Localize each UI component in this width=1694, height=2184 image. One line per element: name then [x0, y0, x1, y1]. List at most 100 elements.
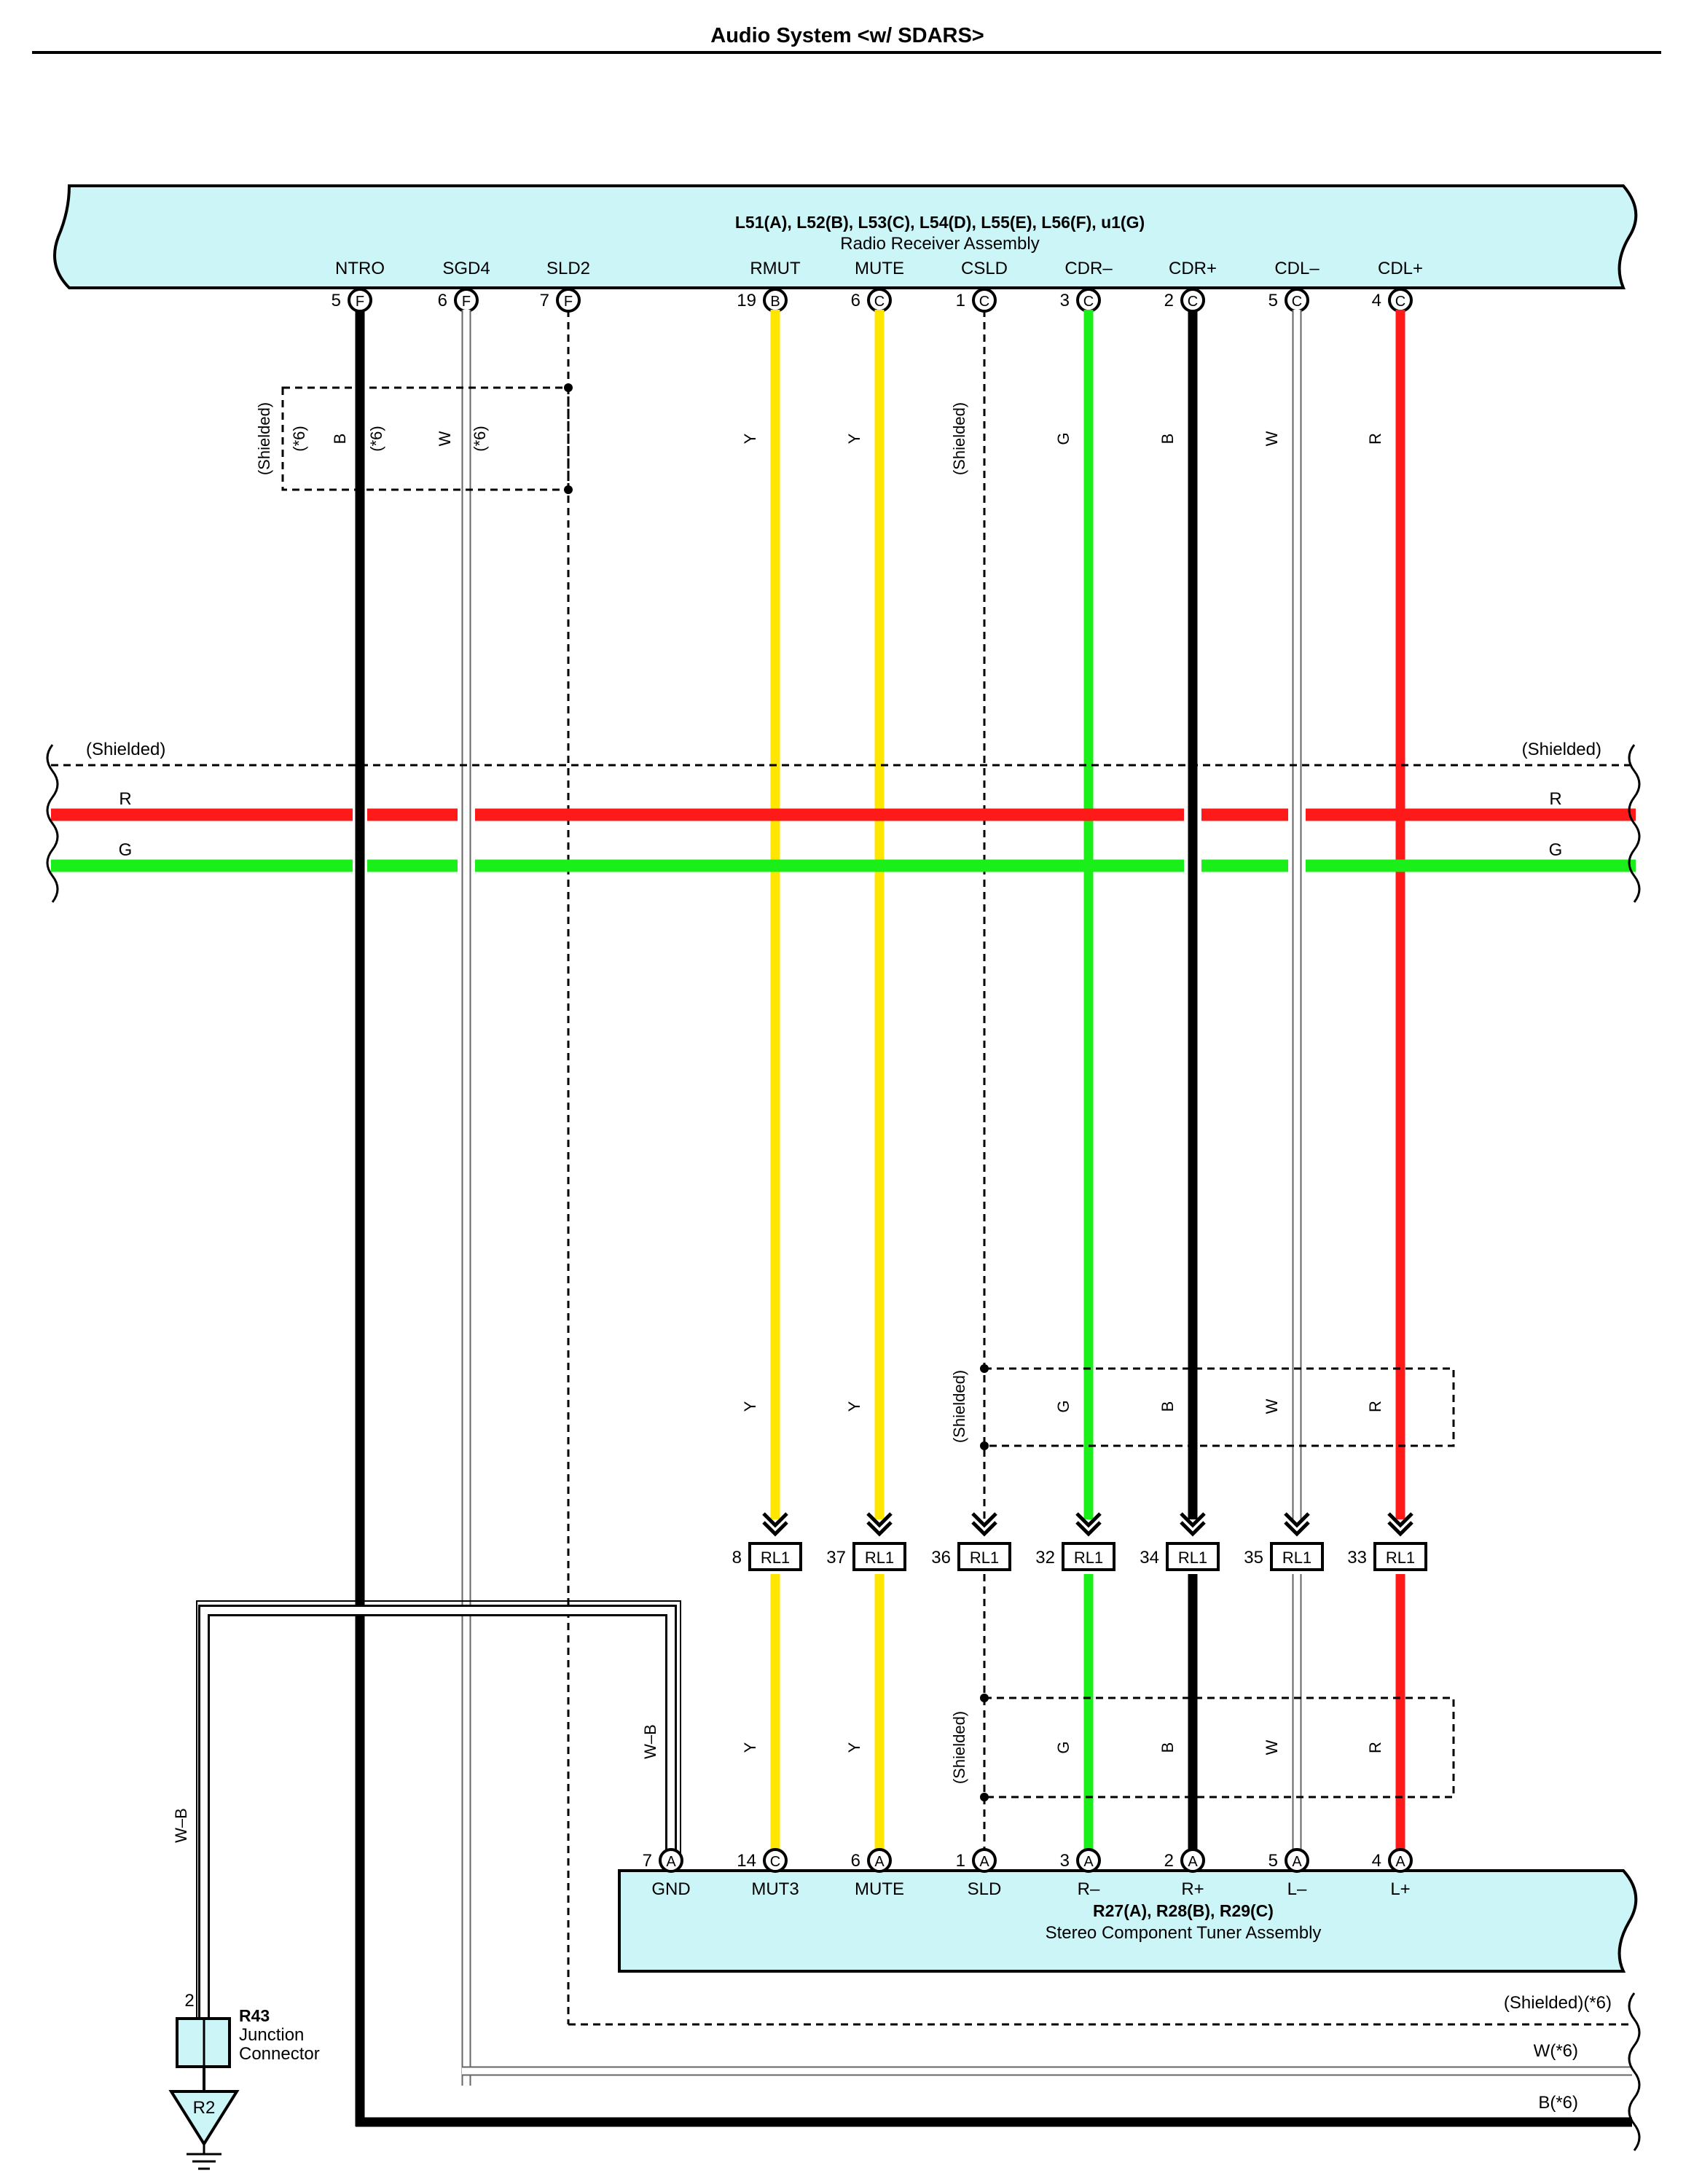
- radio-pin-name: CDR–: [1064, 259, 1113, 278]
- bottom-black-label: B(*6): [1538, 2093, 1578, 2113]
- tuner-pin-name: R+: [1181, 1879, 1204, 1899]
- svg-text:A: A: [1083, 1854, 1094, 1870]
- page-title: Audio System <w/ SDARS>: [710, 24, 984, 47]
- upper-wire-color: Y: [845, 433, 863, 444]
- lower-wire-color: W: [1263, 1739, 1281, 1755]
- tuner-pin-connector[interactable]: C: [763, 1848, 788, 1873]
- rl1-pin-number: 32: [1035, 1548, 1055, 1567]
- lower-wire-color: Y: [845, 1742, 863, 1753]
- radio-pin-number: 5: [332, 291, 341, 310]
- radio-pin-name: CDR+: [1169, 259, 1217, 278]
- tuner-pin-connector[interactable]: A: [972, 1848, 997, 1873]
- tuner-pin-connector[interactable]: A: [1076, 1848, 1101, 1873]
- rl1-label: RL1: [1178, 1549, 1207, 1567]
- rl1-connector[interactable]: RL1 33: [1347, 1512, 1427, 1571]
- tuner-box[interactable]: [618, 1869, 1638, 1973]
- radio-pin-number: 6: [851, 291, 860, 310]
- tuner-pin-name: L–: [1287, 1879, 1307, 1899]
- radio-pin-connector[interactable]: C: [1180, 288, 1205, 313]
- rl1-connector[interactable]: RL1 36: [931, 1512, 1011, 1571]
- mid-wire-color: W: [1263, 1398, 1281, 1414]
- mid-wire-color: Y: [845, 1401, 863, 1412]
- svg-text:C: C: [874, 294, 885, 310]
- tuner-pin-connector[interactable]: A: [1388, 1848, 1413, 1873]
- radio-pin-number: 19: [737, 291, 756, 310]
- svg-text:C: C: [1292, 294, 1302, 310]
- upper-shield-note: (*6): [290, 426, 308, 451]
- radio-pin-connector[interactable]: F: [348, 288, 372, 313]
- upper-wire-color: G: [1054, 432, 1073, 445]
- radio-receiver-box[interactable]: [53, 184, 1638, 289]
- tuner-pin-number: 5: [1268, 1851, 1278, 1871]
- junction-name-1: Junction: [239, 2025, 304, 2045]
- mid-wire-color: Y: [741, 1401, 759, 1412]
- tuner-pin-connector[interactable]: A: [1180, 1848, 1205, 1873]
- svg-text:A: A: [874, 1854, 885, 1870]
- tuner-pin-connector[interactable]: A: [659, 1848, 683, 1873]
- rl1-pin-number: 33: [1347, 1548, 1367, 1567]
- bus-shield-label-left: (Shielded): [86, 740, 165, 759]
- radio-pin-connector[interactable]: C: [1076, 288, 1101, 313]
- upper-wire-color: Y: [741, 433, 759, 444]
- upper-wire-color: R: [1366, 433, 1384, 445]
- wb-label-right: W–B: [641, 1724, 659, 1759]
- radio-pin-number: 4: [1372, 291, 1381, 310]
- tuner-pin-name: R–: [1078, 1879, 1100, 1899]
- radio-pin-number: 5: [1268, 291, 1278, 310]
- radio-pin-connector[interactable]: B: [763, 288, 788, 313]
- tuner-pin-connector[interactable]: A: [1285, 1848, 1309, 1873]
- rl1-pin-number: 35: [1244, 1548, 1263, 1567]
- bus-break-right: [1628, 744, 1641, 903]
- upper-wire-b-label: B: [331, 434, 349, 445]
- rl1-pin-number: 34: [1140, 1548, 1159, 1567]
- cross-bus: (Shielded) (Shielded) R R G G: [46, 740, 1641, 903]
- radio-pin-connector[interactable]: F: [454, 288, 479, 313]
- svg-text:C: C: [1395, 294, 1405, 310]
- upper-wire-w-label: W: [436, 431, 454, 446]
- svg-text:F: F: [462, 294, 471, 310]
- svg-text:A: A: [979, 1854, 989, 1870]
- radio-pin-connector[interactable]: C: [867, 288, 892, 313]
- tuner-pin-connector[interactable]: A: [867, 1848, 892, 1873]
- svg-text:C: C: [770, 1854, 780, 1870]
- radio-pin-name: RMUT: [750, 259, 801, 278]
- radio-pin-connector[interactable]: C: [972, 288, 997, 313]
- tuner-pin-number: 1: [956, 1851, 965, 1871]
- bottom-wires: (Shielded)(*6) W(*6) B(*6): [356, 1992, 1641, 2151]
- radio-pin-connector[interactable]: F: [556, 288, 581, 313]
- svg-text:A: A: [666, 1854, 676, 1870]
- radio-pin-connector[interactable]: C: [1285, 288, 1309, 313]
- radio-pin-connector[interactable]: C: [1388, 288, 1413, 313]
- rl1-label: RL1: [1386, 1549, 1415, 1567]
- tuner-pin-number: 14: [737, 1851, 756, 1871]
- lower-wire-color: Y: [741, 1742, 759, 1753]
- junction-id: R43: [239, 2006, 270, 2025]
- lower-wire-color: R: [1366, 1742, 1384, 1753]
- tuner-pin-number: 2: [1164, 1851, 1174, 1871]
- upper-wire-w-note: (*6): [471, 426, 489, 451]
- svg-text:C: C: [1188, 294, 1198, 310]
- tuner-pin-name: SLD: [968, 1879, 1002, 1899]
- radio-connectors-label: L51(A), L52(B), L53(C), L54(D), L55(E), …: [735, 213, 1145, 232]
- tuner-pin-name: MUT3: [751, 1879, 799, 1899]
- bus-red-label-right: R: [1549, 789, 1561, 809]
- radio-pin-name: NTRO: [335, 259, 385, 278]
- rl1-label: RL1: [970, 1549, 999, 1567]
- rl1-pin-number: 8: [732, 1548, 742, 1567]
- radio-pin-name: MUTE: [855, 259, 904, 278]
- radio-pin-number: 1: [956, 291, 965, 310]
- mid-wire-color: G: [1054, 1400, 1073, 1412]
- tuner-pin-number: 6: [851, 1851, 860, 1871]
- junction-connector-r43[interactable]: 2 R43 Junction Connector R2: [168, 1991, 320, 2170]
- radio-pin-number: 3: [1060, 291, 1070, 310]
- upper-shield-label: (Shielded): [255, 402, 273, 475]
- rl1-connector[interactable]: RL1 34: [1140, 1512, 1220, 1571]
- rl1-pin-number: 36: [931, 1548, 951, 1567]
